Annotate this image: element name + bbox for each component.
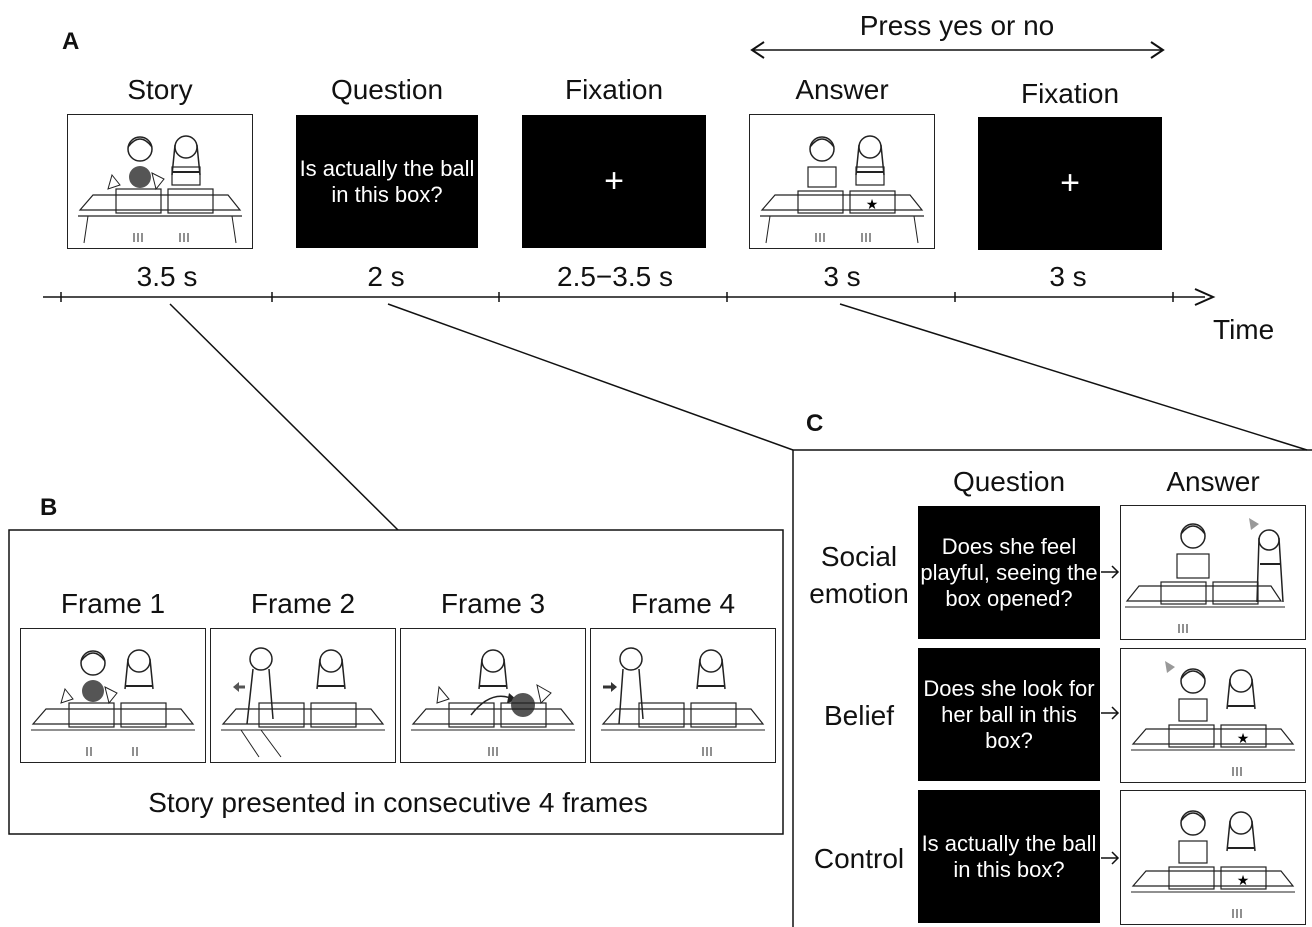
step-header-question: Question <box>330 74 444 105</box>
frame-1-illustration <box>20 628 206 763</box>
panel-b-label: B <box>40 494 58 521</box>
panel-c-label: C <box>806 410 824 437</box>
timeline-arrowhead <box>1194 288 1216 306</box>
question-screen-text: Is actually the ball in this box? <box>299 155 475 207</box>
frame-4-illustration <box>590 628 776 763</box>
duration-question: 2 s <box>367 261 405 292</box>
question-belief-text: Does she look for her ball in this box? <box>923 675 1095 753</box>
row-label-social-emotion: Social emotion <box>809 541 909 609</box>
panel-a-label: A <box>62 28 80 55</box>
panel-c-answer-header: Answer <box>1166 466 1260 497</box>
row-label-belief: Belief <box>823 700 895 731</box>
duration-fixation-2: 3 s <box>1049 261 1087 292</box>
zoom-line-b <box>169 303 399 531</box>
svg-text:★: ★ <box>1237 731 1250 747</box>
frame-1-header: Frame 1 <box>60 588 166 619</box>
frame-3-header: Frame 3 <box>440 588 546 619</box>
zoom-line-c-right <box>839 303 1308 451</box>
question-social-emotion-text: Does she feel playful, seeing the box op… <box>920 533 1098 611</box>
answer-control-illustration: ★ <box>1120 790 1306 925</box>
svg-text:★: ★ <box>1237 873 1250 889</box>
answer-belief-illustration: ★ <box>1120 648 1306 783</box>
story-illustration <box>67 114 253 249</box>
duration-story: 3.5 s <box>136 261 198 292</box>
press-yes-no-label: Press yes or no <box>859 10 1055 41</box>
answer-illustration: ★ <box>749 114 935 249</box>
question-control: Is actually the ball in this box? <box>918 790 1100 923</box>
fixation-cross: + <box>604 162 624 200</box>
fixation-screen-2: + <box>978 117 1162 250</box>
duration-fixation: 2.5−3.5 s <box>557 261 673 292</box>
question-belief: Does she look for her ball in this box? <box>918 648 1100 781</box>
timeline-ticks <box>60 292 1174 302</box>
fixation-cross-2: + <box>1060 164 1080 202</box>
frame-2-illustration <box>210 628 396 763</box>
question-control-text: Is actually the ball in this box? <box>921 830 1097 882</box>
panel-c-frame <box>792 449 1312 927</box>
zoom-line-c-left <box>387 303 794 451</box>
svg-text:★: ★ <box>866 197 879 213</box>
panel-c-arrows <box>1101 565 1120 865</box>
step-header-fixation: Fixation <box>564 74 664 105</box>
answer-social-emotion-illustration <box>1120 505 1306 640</box>
panel-b-frame <box>8 529 784 835</box>
time-axis-label: Time <box>1213 314 1275 345</box>
frame-4-header: Frame 4 <box>630 588 736 619</box>
step-header-story: Story <box>127 74 193 105</box>
fixation-screen: + <box>522 115 706 248</box>
duration-answer: 3 s <box>823 261 861 292</box>
question-screen: Is actually the ball in this box? <box>296 115 478 248</box>
panel-c-question-header: Question <box>952 466 1066 497</box>
step-header-fixation-2: Fixation <box>1020 78 1120 109</box>
frame-2-header: Frame 2 <box>250 588 356 619</box>
row-label-control: Control <box>813 843 905 874</box>
question-social-emotion: Does she feel playful, seeing the box op… <box>918 506 1100 639</box>
step-header-answer: Answer <box>795 74 889 105</box>
panel-b-caption: Story presented in consecutive 4 frames <box>148 787 648 818</box>
frame-3-illustration <box>400 628 586 763</box>
